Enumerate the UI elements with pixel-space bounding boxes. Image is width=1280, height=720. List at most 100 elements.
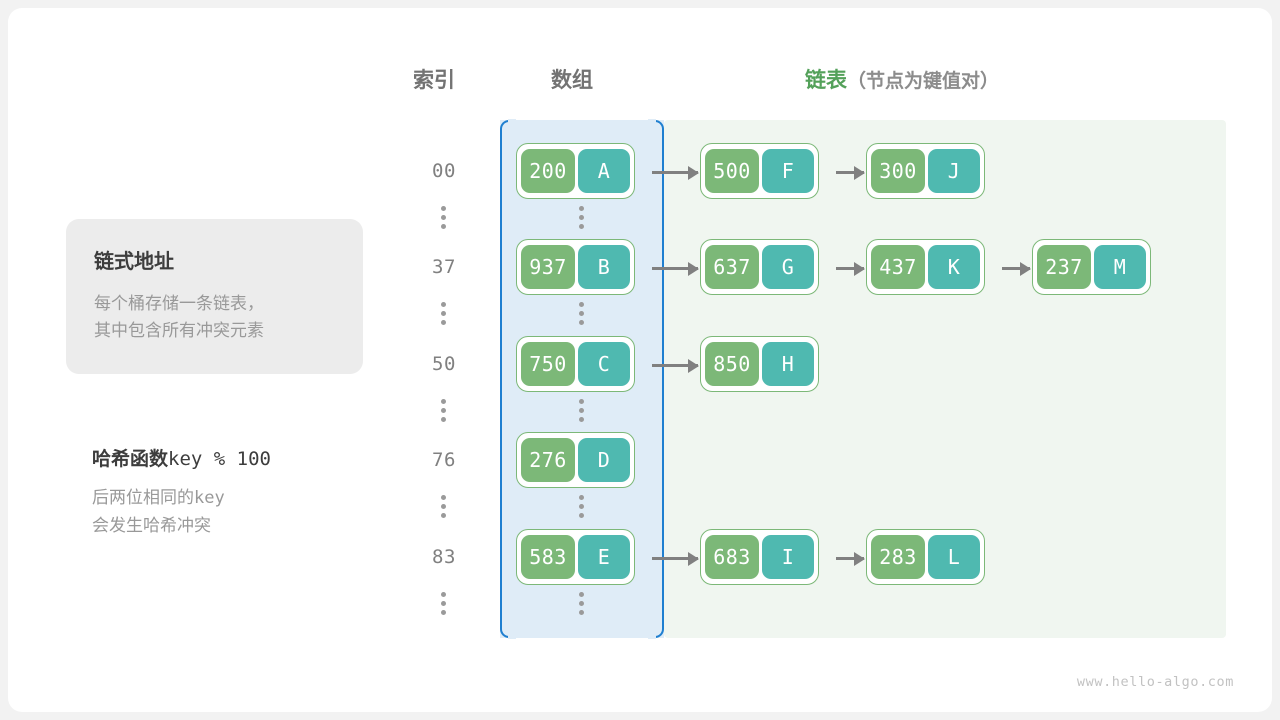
bucket-index-label: 76: [432, 449, 456, 471]
chain-arrow: [652, 364, 698, 367]
column-header-linked-list: 链表（节点为键值对）: [805, 64, 999, 94]
node-value: F: [762, 149, 814, 193]
index-ellipsis: [441, 399, 446, 422]
ellipsis-dot: [579, 399, 584, 404]
array-ellipsis: [579, 302, 584, 325]
ellipsis-dot: [441, 601, 446, 606]
array-ellipsis: [579, 495, 584, 518]
chain-arrow: [836, 267, 864, 270]
info-card-line-2: 其中包含所有冲突元素: [94, 321, 264, 340]
node-value: H: [762, 342, 814, 386]
ellipsis-dot: [441, 311, 446, 316]
node-key: 850: [705, 342, 759, 386]
ellipsis-dot: [579, 504, 584, 509]
hash-function-line-1-label: 后两位相同的: [92, 488, 194, 507]
node-key: 283: [871, 535, 925, 579]
ellipsis-dot: [579, 302, 584, 307]
node-key: 300: [871, 149, 925, 193]
info-card: 链式地址 每个桶存储一条链表， 其中包含所有冲突元素: [66, 219, 363, 374]
index-ellipsis: [441, 592, 446, 615]
node-value: J: [928, 149, 980, 193]
ellipsis-dot: [579, 495, 584, 500]
bucket-index-label: 00: [432, 160, 456, 182]
bucket-index-label: 50: [432, 353, 456, 375]
ellipsis-dot: [441, 495, 446, 500]
ellipsis-dot: [441, 417, 446, 422]
ellipsis-dot: [579, 601, 584, 606]
chain-arrow: [1002, 267, 1030, 270]
hash-function-title-label: 哈希函数: [92, 449, 169, 470]
node-value: M: [1094, 245, 1146, 289]
info-card-body: 每个桶存储一条链表， 其中包含所有冲突元素: [94, 290, 335, 344]
node-value: D: [578, 438, 630, 482]
column-header-linked-list-accent: 链表: [805, 69, 847, 92]
node-key: 750: [521, 342, 575, 386]
ellipsis-dot: [441, 302, 446, 307]
hash-function-line-1-code: key: [194, 488, 225, 508]
hash-function-line-1: 后两位相同的key: [92, 484, 392, 512]
chain-arrow: [652, 267, 698, 270]
ellipsis-dot: [441, 399, 446, 404]
hash-function-expression: key % 100: [168, 448, 271, 470]
ellipsis-dot: [579, 215, 584, 220]
ellipsis-dot: [441, 408, 446, 413]
hash-function-title: 哈希函数key % 100: [92, 444, 392, 471]
info-card-line-1: 每个桶存储一条链表，: [94, 294, 264, 313]
node-value: L: [928, 535, 980, 579]
ellipsis-dot: [579, 408, 584, 413]
node-key: 437: [871, 245, 925, 289]
node-value: G: [762, 245, 814, 289]
bucket-index-label: 37: [432, 256, 456, 278]
index-ellipsis: [441, 302, 446, 325]
index-ellipsis: [441, 206, 446, 229]
ellipsis-dot: [441, 592, 446, 597]
ellipsis-dot: [441, 206, 446, 211]
ellipsis-dot: [441, 320, 446, 325]
watermark: www.hello-algo.com: [1076, 674, 1234, 690]
ellipsis-dot: [441, 610, 446, 615]
index-ellipsis: [441, 495, 446, 518]
node-value: K: [928, 245, 980, 289]
node-value: A: [578, 149, 630, 193]
ellipsis-dot: [441, 504, 446, 509]
column-header-array: 数组: [551, 69, 593, 92]
array-ellipsis: [579, 592, 584, 615]
array-ellipsis: [579, 206, 584, 229]
chain-arrow: [836, 557, 864, 560]
chain-arrow: [836, 171, 864, 174]
hash-function-note: 哈希函数key % 100 后两位相同的key 会发生哈希冲突: [92, 444, 392, 540]
node-value: C: [578, 342, 630, 386]
ellipsis-dot: [579, 311, 584, 316]
ellipsis-dot: [579, 224, 584, 229]
node-key: 583: [521, 535, 575, 579]
hash-function-body: 后两位相同的key 会发生哈希冲突: [92, 484, 392, 540]
ellipsis-dot: [579, 592, 584, 597]
node-key: 937: [521, 245, 575, 289]
column-header-linked-list-sub: （节点为键值对）: [847, 71, 1000, 92]
info-card-title: 链式地址: [94, 251, 174, 273]
ellipsis-dot: [579, 206, 584, 211]
node-value: B: [578, 245, 630, 289]
node-key: 276: [521, 438, 575, 482]
node-key: 637: [705, 245, 759, 289]
node-key: 200: [521, 149, 575, 193]
ellipsis-dot: [579, 417, 584, 422]
column-header-index: 索引: [413, 69, 455, 92]
node-key: 237: [1037, 245, 1091, 289]
hash-function-line-2: 会发生哈希冲突: [92, 516, 211, 535]
